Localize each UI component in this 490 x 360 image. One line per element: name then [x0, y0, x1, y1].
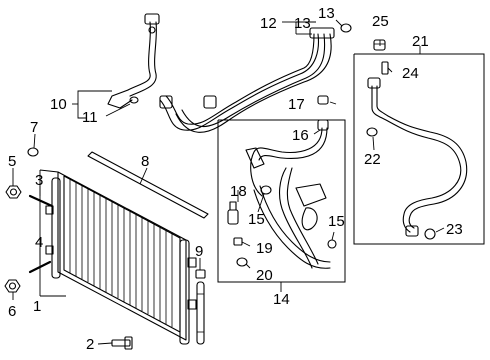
valve-24	[381, 61, 389, 75]
callout-11: 11	[82, 109, 98, 126]
callout-20: 20	[256, 267, 273, 284]
callout-6: 6	[8, 303, 16, 320]
callout-15a: 15	[248, 211, 265, 228]
liquid-line	[367, 77, 468, 237]
bolt	[111, 336, 133, 350]
o-ring-7	[27, 147, 39, 157]
o-ring-22	[366, 127, 378, 137]
suction-line-assembly	[159, 27, 335, 133]
callout-4: 4	[35, 234, 43, 251]
callout-24: 24	[402, 65, 419, 82]
pressure-switch	[227, 201, 239, 225]
callout-13b: 13	[318, 5, 335, 22]
callout-8: 8	[141, 153, 149, 170]
callout-13a: 13	[294, 15, 311, 32]
callout-19: 19	[256, 240, 273, 257]
callout-1: 1	[33, 298, 41, 315]
callout-7: 7	[30, 119, 38, 136]
discharge-hose-upper	[107, 13, 160, 109]
callout-5: 5	[8, 153, 16, 170]
hose-assembly-14	[245, 119, 331, 269]
callout-16: 16	[292, 127, 309, 144]
o-ring-17	[317, 95, 329, 105]
condenser	[45, 171, 197, 345]
box-14	[217, 119, 346, 283]
bracket-upper	[28, 194, 54, 208]
callout-12: 12	[260, 15, 277, 32]
grommet-upper	[5, 185, 22, 199]
o-ring-15-right	[327, 239, 337, 249]
o-ring-20	[236, 257, 248, 267]
callout-23: 23	[446, 221, 463, 238]
callout-21: 21	[412, 33, 429, 50]
o-ring-13	[340, 23, 352, 33]
callout-17: 17	[288, 96, 305, 113]
valve-core	[233, 237, 243, 246]
o-ring-15-left	[260, 185, 272, 195]
condenser-fins	[69, 179, 173, 327]
o-ring-11	[129, 96, 139, 104]
cap	[373, 39, 386, 51]
grommet-lower	[4, 279, 21, 293]
callout-22: 22	[364, 151, 381, 168]
callout-labels: 1 2 3 4 5 6 7 8 9 10 11 12 13 13 14 15 1…	[8, 5, 463, 353]
callout-25: 25	[372, 13, 389, 30]
leader-lines	[12, 19, 445, 345]
callout-18: 18	[230, 183, 247, 200]
seal-strip	[87, 151, 209, 219]
callout-9: 9	[195, 243, 203, 260]
callout-15b: 15	[328, 213, 345, 230]
box-21	[353, 53, 485, 245]
o-ring-23	[424, 228, 436, 240]
callout-2: 2	[86, 336, 94, 353]
receiver-drier	[195, 269, 206, 345]
callout-14: 14	[273, 291, 290, 308]
callout-3: 3	[35, 172, 43, 189]
callout-10: 10	[50, 96, 67, 113]
